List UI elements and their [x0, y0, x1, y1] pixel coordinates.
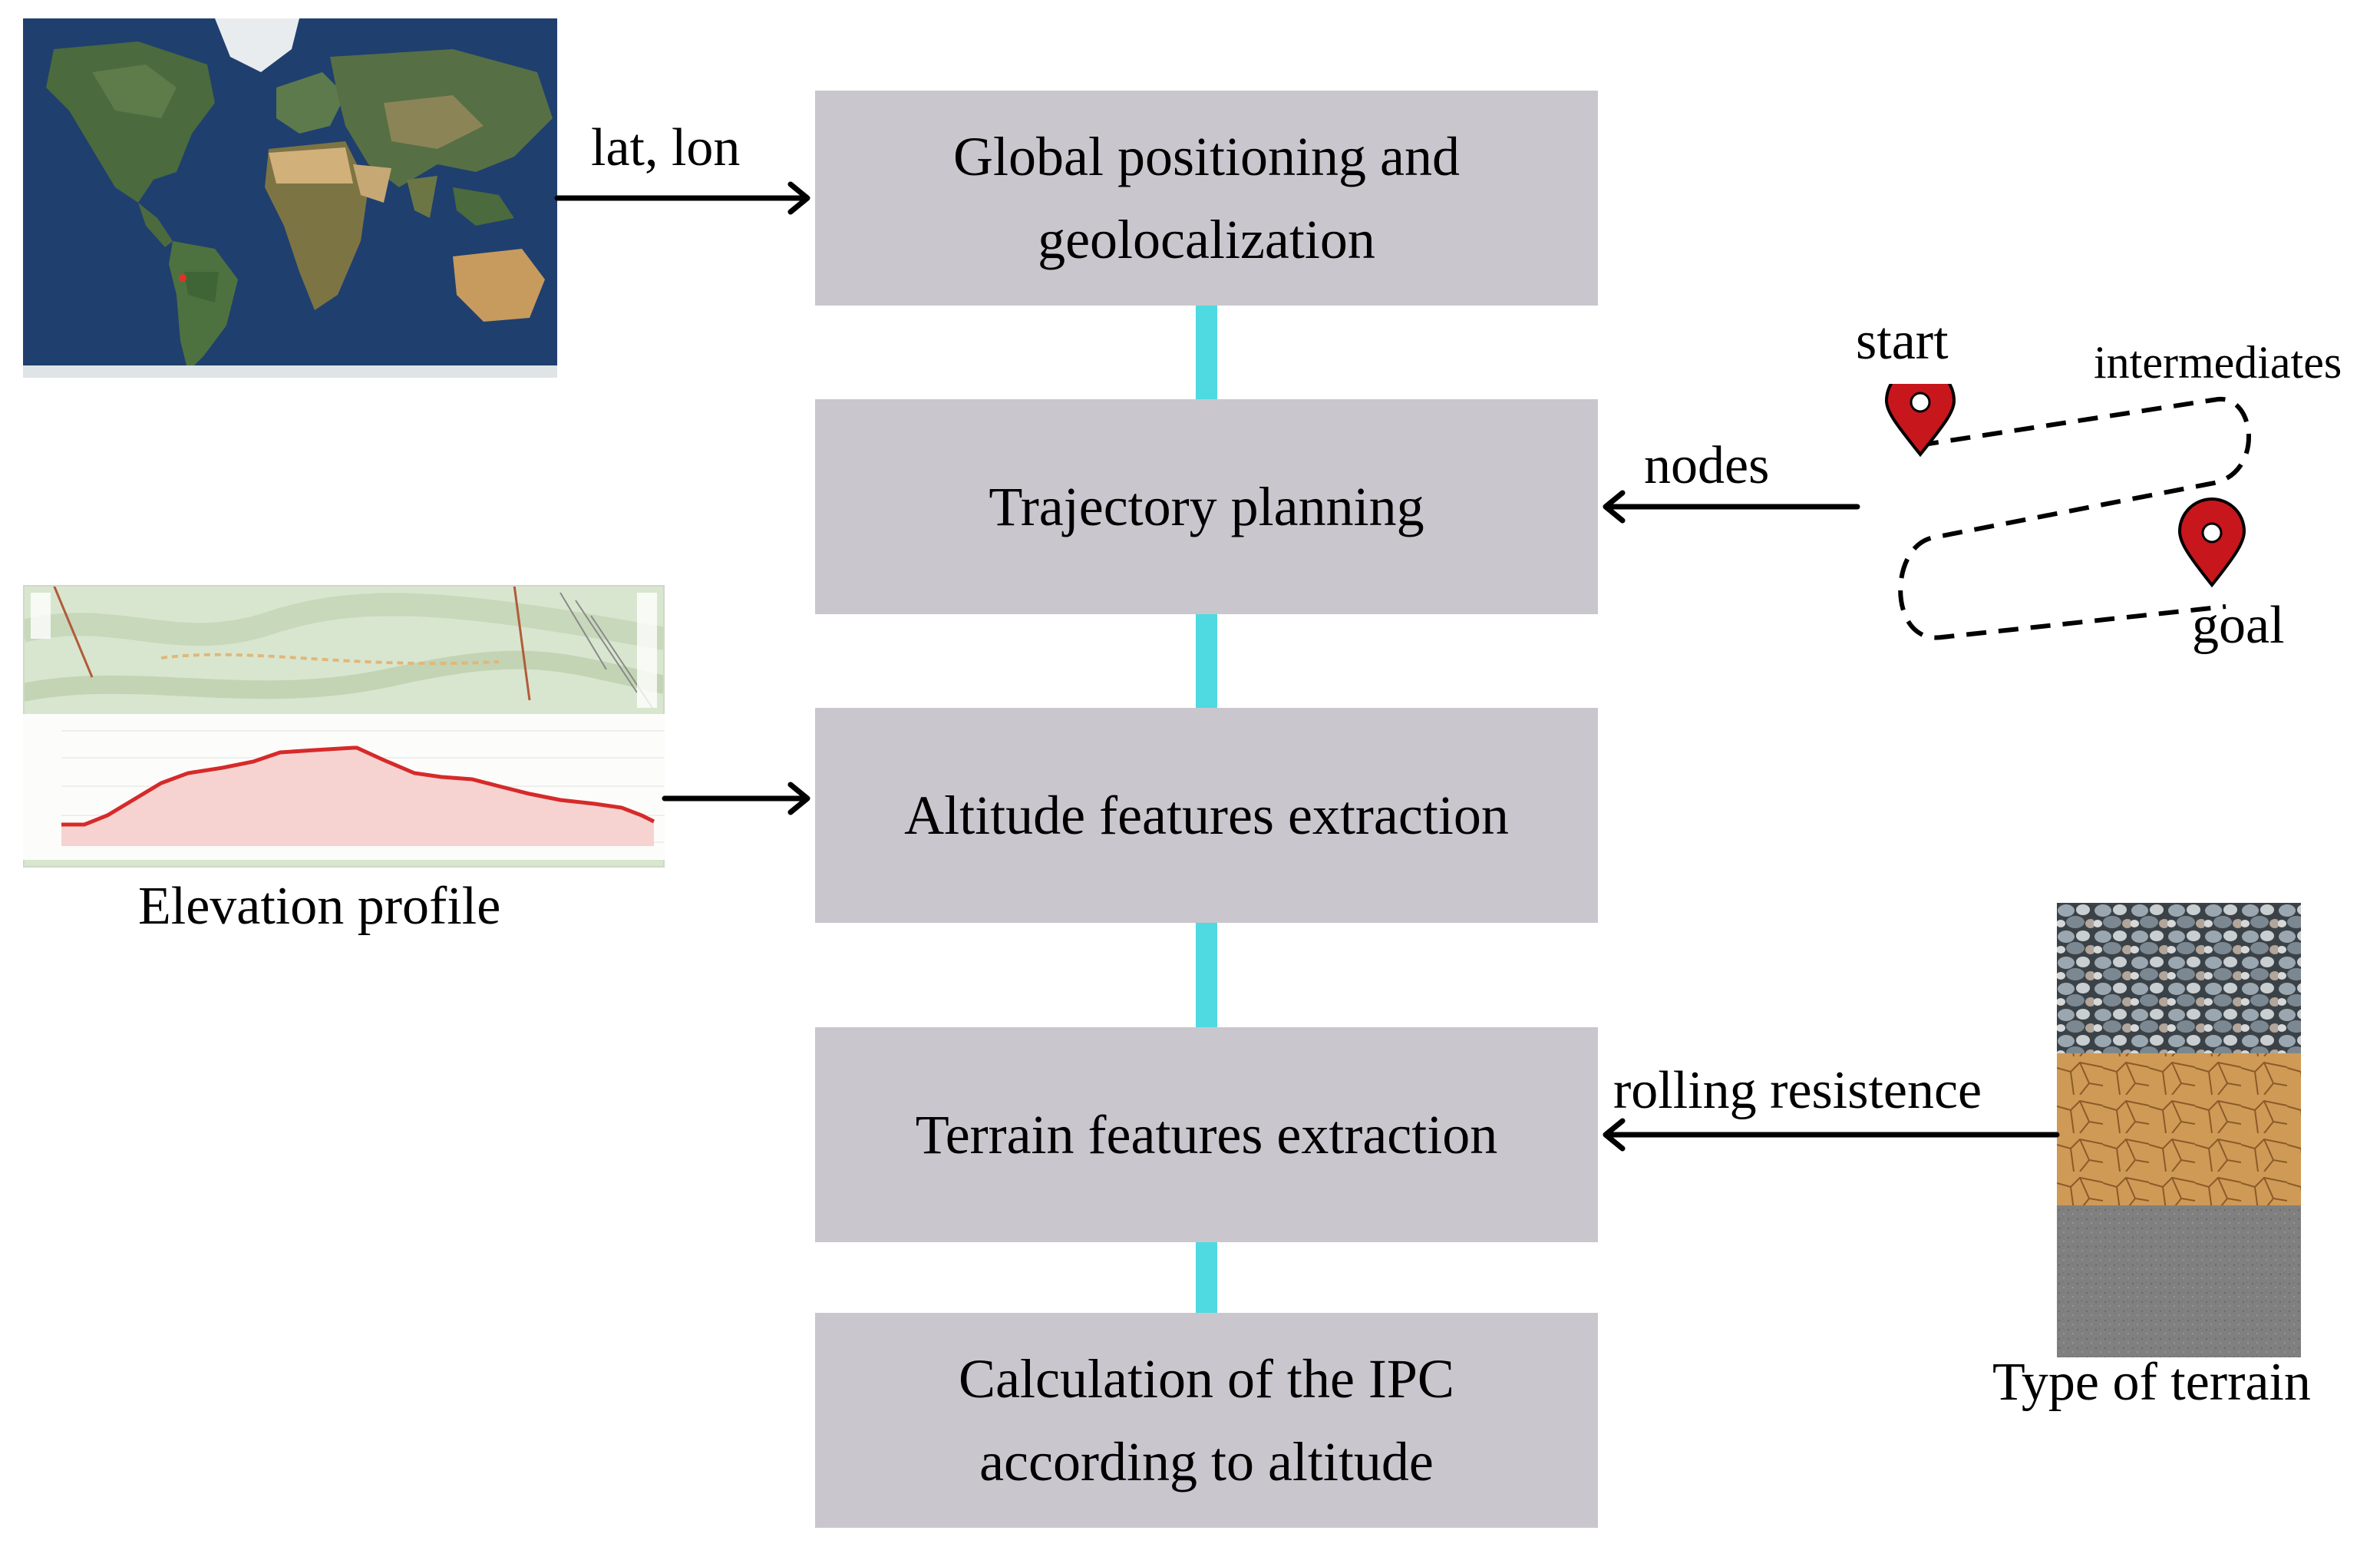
- start-label: start: [1856, 312, 1949, 371]
- elevation-profile-image: [23, 585, 665, 868]
- intermediates-label: intermediates: [2094, 337, 2342, 388]
- arrow-map-to-global: [554, 181, 810, 215]
- stage-label: Altitude features extraction: [904, 785, 1509, 846]
- path-sketch: [1884, 384, 2251, 640]
- start-marker-icon: [1884, 384, 1956, 458]
- terrain-caption: Type of terrain: [1992, 1353, 2311, 1412]
- goal-marker-icon: [2177, 497, 2246, 588]
- dry-soil-texture: [2057, 1053, 2301, 1205]
- arrow-elevation-to-altitude: [662, 782, 810, 815]
- terrain-texture-stack: [2057, 903, 2301, 1357]
- stage-terrain-features: Terrain features extraction: [815, 1027, 1598, 1242]
- asphalt-texture: [2057, 1205, 2301, 1357]
- world-map-image: [23, 18, 557, 378]
- stage-label: Calculation of the IPC according to alti…: [959, 1348, 1454, 1492]
- stage-label: Trajectory planning: [989, 476, 1424, 537]
- arrow-nodes-to-trajectory: [1603, 490, 1860, 524]
- stage-label: Global positioning and geolocalization: [953, 126, 1460, 270]
- connector-1: [1196, 306, 1217, 399]
- planned-path: [1898, 396, 2251, 640]
- stage-ipc-calculation: Calculation of the IPC according to alti…: [815, 1313, 1598, 1528]
- stage-global-positioning: Global positioning and geolocalization: [815, 91, 1598, 306]
- latlon-label: lat, lon: [591, 118, 741, 177]
- goal-label: goal: [2192, 596, 2285, 655]
- rolling-resistance-label: rolling resistence: [1613, 1061, 1982, 1120]
- connector-2: [1196, 614, 1217, 708]
- connector-3: [1196, 923, 1217, 1027]
- pebbles-texture: [2057, 903, 2301, 1053]
- connector-4: [1196, 1242, 1217, 1313]
- stage-label: Terrain features extraction: [915, 1104, 1498, 1165]
- stage-altitude-features: Altitude features extraction: [815, 708, 1598, 923]
- arrow-terrain-to-features: [1603, 1118, 2060, 1152]
- stage-trajectory-planning: Trajectory planning: [815, 399, 1598, 614]
- nodes-label: nodes: [1644, 436, 1770, 495]
- elevation-caption: Elevation profile: [138, 877, 501, 936]
